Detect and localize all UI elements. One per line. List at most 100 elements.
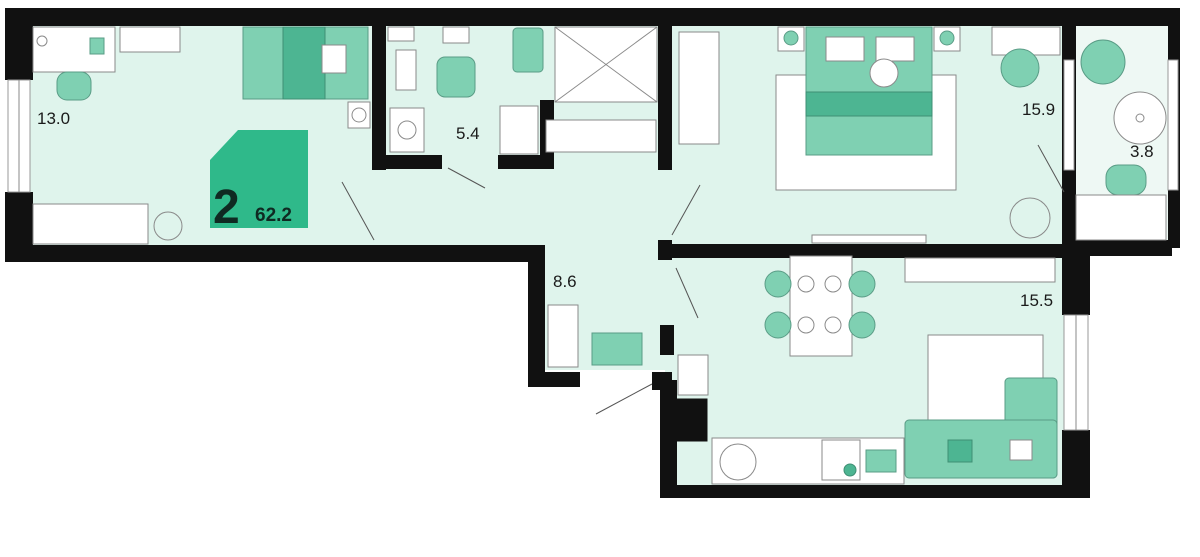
apartment-badge: 2 62.2 xyxy=(210,130,308,234)
pot-icon xyxy=(843,463,857,477)
shower-diag-2 xyxy=(554,26,658,103)
plant-icon xyxy=(153,211,183,241)
plate-2 xyxy=(824,275,842,293)
door-entrance xyxy=(595,383,653,415)
wall-hall-bottom xyxy=(528,372,580,387)
sink xyxy=(499,105,539,155)
dining-table xyxy=(789,255,853,357)
room-labels: 13.0 5.4 15.9 3.8 8.6 15.5 xyxy=(37,100,1154,310)
walls xyxy=(5,8,1180,498)
wall-bath-bottom-left xyxy=(372,155,442,169)
wall-bath-left xyxy=(372,25,386,170)
balcony-table xyxy=(1113,91,1167,145)
door-bedroom-right xyxy=(671,184,701,236)
wall-bath-right xyxy=(658,25,672,170)
sofa xyxy=(904,419,1058,479)
plate-4 xyxy=(824,316,842,334)
plate-1 xyxy=(797,275,815,293)
wall-right-upper xyxy=(1062,255,1090,315)
door-bathroom xyxy=(447,167,486,189)
door-bedroom-left xyxy=(341,181,375,241)
pillow-left xyxy=(825,36,865,62)
lamp-right-icon xyxy=(939,30,955,46)
doormat xyxy=(591,332,643,366)
label-bedroom-right: 15.9 xyxy=(1022,100,1055,119)
plant-large-icon xyxy=(1009,197,1051,239)
door-balcony xyxy=(1037,144,1065,193)
hallway-furniture xyxy=(547,304,643,368)
wall-bath-bottom-right xyxy=(498,155,548,169)
towel-rack xyxy=(387,26,415,42)
washing-machine xyxy=(395,49,417,91)
flowers-icon xyxy=(869,58,899,88)
plate-3 xyxy=(797,316,815,334)
wall-kitchen-left-upper xyxy=(660,325,674,355)
fridge xyxy=(677,354,709,396)
chair-2 xyxy=(848,270,876,298)
washer-drum xyxy=(397,120,417,140)
pouf xyxy=(1000,48,1040,88)
radiator xyxy=(811,234,927,244)
window-balcony xyxy=(1063,59,1075,171)
bookshelf xyxy=(119,26,181,53)
badge-area: 62.2 xyxy=(255,205,292,226)
label-bedroom-left: 13.0 xyxy=(37,109,70,128)
cutting-board xyxy=(865,449,897,473)
wall-bottom-left xyxy=(5,245,545,262)
book-icon xyxy=(89,37,105,55)
chair-3 xyxy=(764,311,792,339)
window-balcony-outer xyxy=(1167,59,1179,191)
label-kitchen-living: 15.5 xyxy=(1020,291,1053,310)
label-hallway: 8.6 xyxy=(553,272,577,291)
pillow-right xyxy=(875,36,915,62)
balcony-chair-bottom xyxy=(1105,164,1147,196)
toilet-tank xyxy=(442,26,470,44)
cushion-1 xyxy=(947,439,973,463)
wall-hall-left xyxy=(528,245,545,387)
sink-round xyxy=(719,443,757,481)
label-bathroom: 5.4 xyxy=(456,124,480,143)
bed-blanket xyxy=(282,26,326,100)
badge-rooms: 2 xyxy=(213,181,240,234)
kitchen-living-furniture xyxy=(677,255,1058,485)
chair-4 xyxy=(848,311,876,339)
bedroom-left-furniture xyxy=(32,26,371,245)
wardrobe-left xyxy=(32,203,149,245)
balcony-storage xyxy=(1075,194,1167,241)
cushion-2 xyxy=(1009,439,1033,461)
wall-bottom-right xyxy=(660,485,1090,498)
bed-blanket-fold xyxy=(805,91,933,117)
windows xyxy=(7,59,1179,431)
wall-kitchen-top xyxy=(665,244,1065,258)
badge-shape xyxy=(210,130,308,228)
wardrobe-right xyxy=(678,31,720,145)
bath-mat xyxy=(512,27,544,73)
doors xyxy=(341,144,1065,415)
chair-1 xyxy=(764,270,792,298)
vent-shaft xyxy=(674,398,708,442)
label-balcony: 3.8 xyxy=(1130,142,1154,161)
wardrobe-hall xyxy=(545,119,657,153)
bathroom-furniture xyxy=(387,26,658,155)
tv-unit xyxy=(904,257,1056,283)
desk xyxy=(32,26,116,73)
wall-balcony-bottom xyxy=(1062,240,1172,256)
pillow xyxy=(321,44,347,74)
door-kitchen xyxy=(675,267,699,319)
shoe-rack xyxy=(547,304,579,368)
balcony-furniture xyxy=(1075,39,1167,241)
washer xyxy=(389,107,425,153)
wall-top xyxy=(5,8,1180,26)
plant-small-icon xyxy=(36,35,48,47)
wall-hall-stub xyxy=(652,372,672,390)
wall-kitchen-left xyxy=(660,380,677,498)
nightstand xyxy=(347,101,371,129)
lamp-icon xyxy=(351,107,367,123)
lamp-left-icon xyxy=(783,30,799,46)
toilet xyxy=(436,56,476,98)
desk-chair xyxy=(56,71,92,101)
wall-left-upper xyxy=(5,8,33,80)
balcony-chair-top xyxy=(1080,39,1126,85)
table-center xyxy=(1135,113,1145,123)
